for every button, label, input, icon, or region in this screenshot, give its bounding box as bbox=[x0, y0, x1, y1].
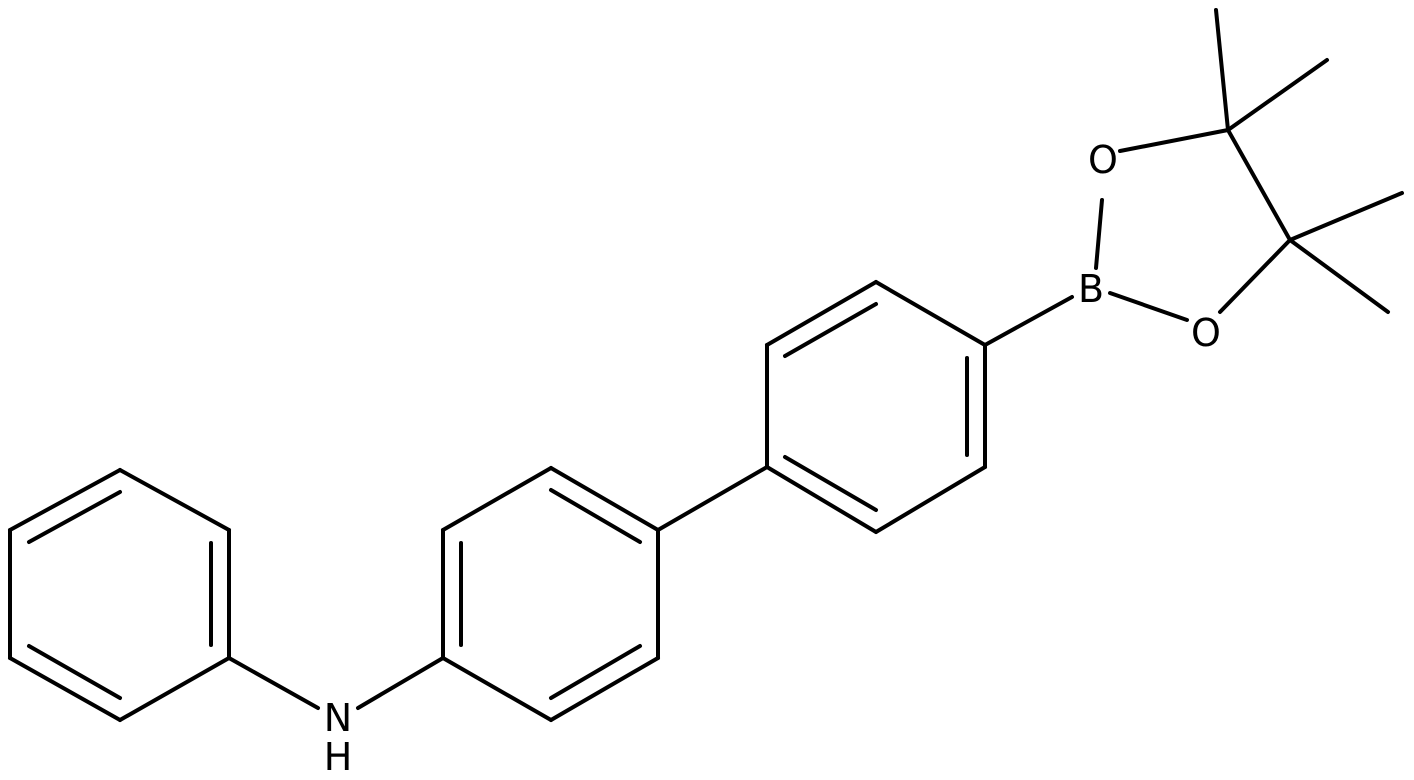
bond bbox=[441, 466, 553, 532]
bond-c-c bbox=[1226, 128, 1292, 242]
bond bbox=[118, 656, 231, 722]
bond bbox=[8, 656, 122, 722]
bond-o-b-lower bbox=[1108, 291, 1189, 322]
atom-label-oxygen-lower: O bbox=[1191, 311, 1221, 355]
methyl-bond bbox=[1288, 238, 1390, 314]
dioxaborolane-ring bbox=[1094, 128, 1292, 322]
bond-phenyl-n bbox=[227, 656, 320, 710]
double-bond-inner bbox=[783, 455, 878, 512]
atom-label-nitrogen: N bbox=[324, 696, 352, 740]
double-bond-inner bbox=[549, 644, 642, 700]
atom-label-nitrogen-hydrogen: H bbox=[324, 735, 353, 779]
double-bond-inner bbox=[783, 302, 878, 358]
double-bond-inner bbox=[27, 644, 122, 700]
bond-aryl-boron bbox=[983, 295, 1074, 347]
bond-o-c-upper bbox=[1118, 128, 1230, 153]
methyl-bond bbox=[1226, 58, 1329, 132]
bond bbox=[874, 280, 987, 347]
bond bbox=[765, 465, 878, 534]
bond bbox=[874, 465, 987, 534]
bond bbox=[118, 468, 231, 532]
methyl-groups bbox=[1214, 8, 1404, 314]
double-bond-inner bbox=[549, 488, 642, 544]
atom-label-boron: B bbox=[1078, 267, 1104, 311]
bond bbox=[8, 468, 122, 532]
bond-b-o-upper bbox=[1094, 198, 1104, 270]
atom-label-oxygen-upper: O bbox=[1088, 138, 1118, 182]
bond-n-biphenyl bbox=[356, 656, 445, 710]
biphenyl-ring-a bbox=[441, 466, 660, 722]
bond-biaryl bbox=[656, 465, 769, 532]
bond bbox=[765, 280, 878, 347]
biphenyl-ring-b bbox=[765, 280, 987, 534]
bond-c-o-lower bbox=[1218, 238, 1292, 314]
bond bbox=[549, 466, 660, 532]
bond bbox=[549, 656, 660, 722]
methyl-bond bbox=[1288, 191, 1404, 242]
methyl-bond bbox=[1214, 8, 1230, 132]
bond bbox=[441, 656, 553, 722]
phenyl-ring bbox=[8, 468, 231, 722]
double-bond-inner bbox=[27, 490, 122, 544]
